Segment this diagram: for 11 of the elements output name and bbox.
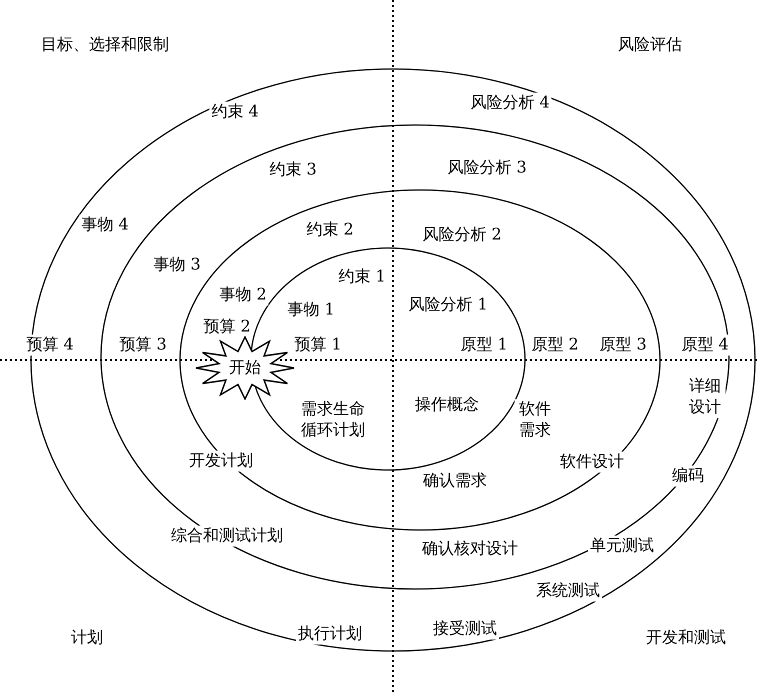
phase-label: 编码	[670, 466, 706, 486]
phase-label: 软件设计	[558, 452, 626, 472]
phase-label: 接受测试	[431, 618, 499, 640]
phase-label: 综合和测试计划	[169, 526, 285, 546]
start-label: 开始	[229, 358, 261, 378]
phase-label: 原型 4	[679, 334, 731, 356]
phase-label: 开发计划	[187, 450, 255, 472]
phase-label: 系统测试	[534, 580, 602, 602]
phase-label: 执行计划	[296, 624, 364, 644]
phase-label: 预算 4	[24, 334, 76, 356]
phase-label: 事物 2	[217, 284, 269, 306]
